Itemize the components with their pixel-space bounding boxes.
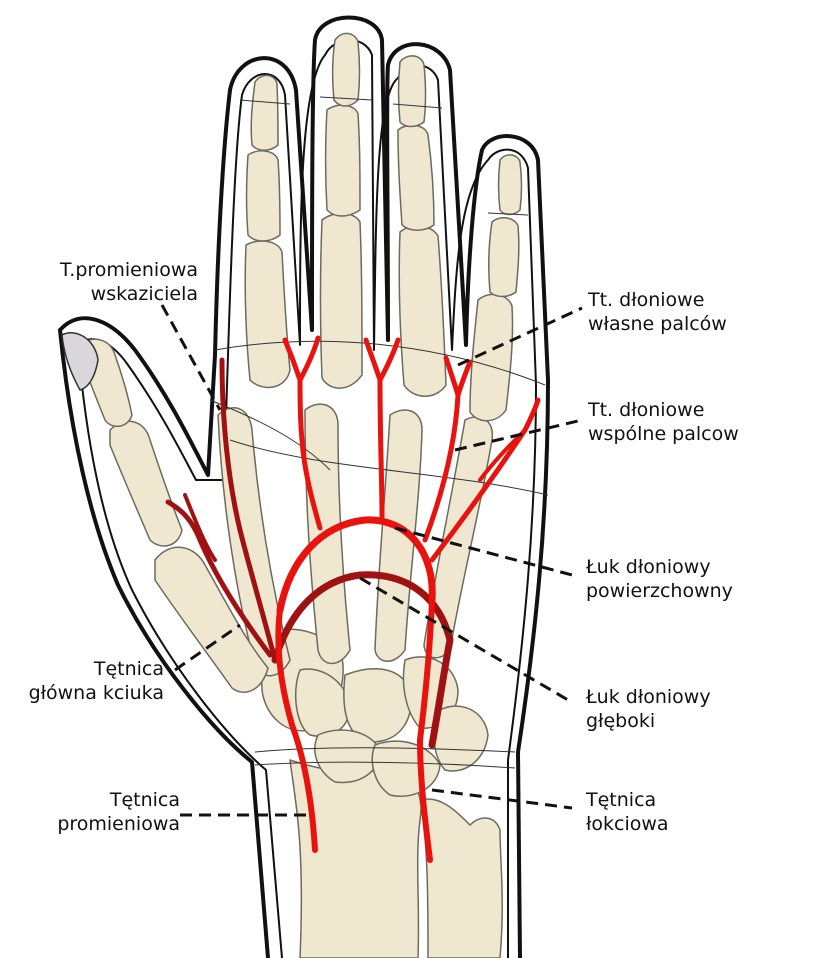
label-princeps-pollicis-line1: Tętnica [93,658,164,680]
radial-artery [275,607,318,853]
phalanx-bone [398,225,447,397]
proper-digital-artery [282,337,303,383]
label-radialis: Tętnica promieniowa [20,788,180,836]
proper-digital-artery [297,335,321,383]
thumbnail [61,332,99,391]
label-digitales-communes-line2: wspólne palcow [588,423,739,445]
carpal-bone [314,729,381,784]
arteries-deep [165,357,454,749]
leader-line-digitales-communes [454,418,583,452]
label-digitales-propriae-line2: własne palców [588,313,727,335]
label-digitales-propriae-line1: Tt. dłoniowe [588,289,705,311]
deep-palmar-arch [271,571,454,749]
ulnar-artery [417,597,435,863]
thumb-metacarpal-bone [154,546,269,693]
leader-line-arcus-superficialis [394,526,573,577]
princeps-pollicis-artery [165,499,273,658]
common-digital-artery [297,377,323,531]
phalanx-bone [244,240,291,389]
phalanx-bone [319,212,363,389]
hand-outline-outer [58,15,550,958]
phalanx-bone [397,55,427,128]
phalanx-bone [331,32,361,107]
thumb-branch-artery [183,493,217,562]
label-radialis-indicis: T.promieniowa wskaziciela [26,258,198,306]
superficial-palmar-arch [276,516,436,614]
proper-digital-artery [377,337,401,383]
arteries-superficial [275,335,541,863]
label-arcus-superficialis-line1: Łuk dłoniowy [586,556,711,578]
leader-line-arcus-profundus [359,576,569,702]
ulna-bone [419,798,503,958]
phalanx-bone [469,293,514,422]
radialis-indicis-artery [219,357,278,663]
metacarpal-bone [217,407,291,677]
leader-line-digitales-propriae [457,306,583,367]
leader-line-ulnaris [431,788,573,810]
label-radialis-indicis-line2: wskaziciela [90,283,198,305]
carpal-bone [371,740,441,797]
carpal-bone [432,705,489,772]
proper-digital-artery [455,359,473,398]
leader-lines [160,304,583,817]
label-radialis-line2: promieniowa [57,813,180,835]
leader-line-radialis-indicis [160,304,222,411]
phalanx-bone [487,217,520,298]
thumb-phalanx-bone [109,420,183,547]
label-digitales-communes: Tt. dłoniowe wspólne palcow [588,398,739,446]
carpal-bone [343,668,412,743]
label-ulnaris-line2: łokciowa [586,813,669,835]
label-radialis-line1: Tętnica [109,789,180,811]
phalanx-bone [245,150,281,242]
common-digital-artery [429,397,541,563]
label-arcus-profundus-line1: Łuk dłoniowy [586,686,711,708]
phalanx-bone [497,154,523,216]
label-ulnaris: Tętnica łokciowa [586,788,669,836]
common-digital-artery [422,392,461,543]
label-arcus-superficialis-line2: powierzchowny [586,580,733,602]
label-arcus-superficialis: Łuk dłoniowy powierzchowny [586,555,733,603]
phalanx-bone [250,74,279,151]
common-digital-artery [377,377,385,521]
label-princeps-pollicis-line2: główna kciuka [28,682,164,704]
phalanx-bone [324,104,361,217]
label-digitales-communes-line1: Tt. dłoniowe [588,399,705,421]
label-digitales-propriae: Tt. dłoniowe własne palców [588,288,727,336]
leader-line-princeps-pollicis [174,623,241,672]
proper-digital-artery [363,337,383,383]
label-princeps-pollicis: Tętnica główna kciuka [4,657,164,705]
label-radialis-indicis-line1: T.promieniowa [59,259,198,281]
label-arcus-profundus: Łuk dłoniowy głęboki [586,685,711,733]
hand-bones [79,32,523,958]
phalanx-bone [397,124,435,231]
label-ulnaris-line1: Tętnica [586,789,657,811]
label-arcus-profundus-line2: głęboki [586,710,656,732]
proper-digital-artery [443,355,461,398]
